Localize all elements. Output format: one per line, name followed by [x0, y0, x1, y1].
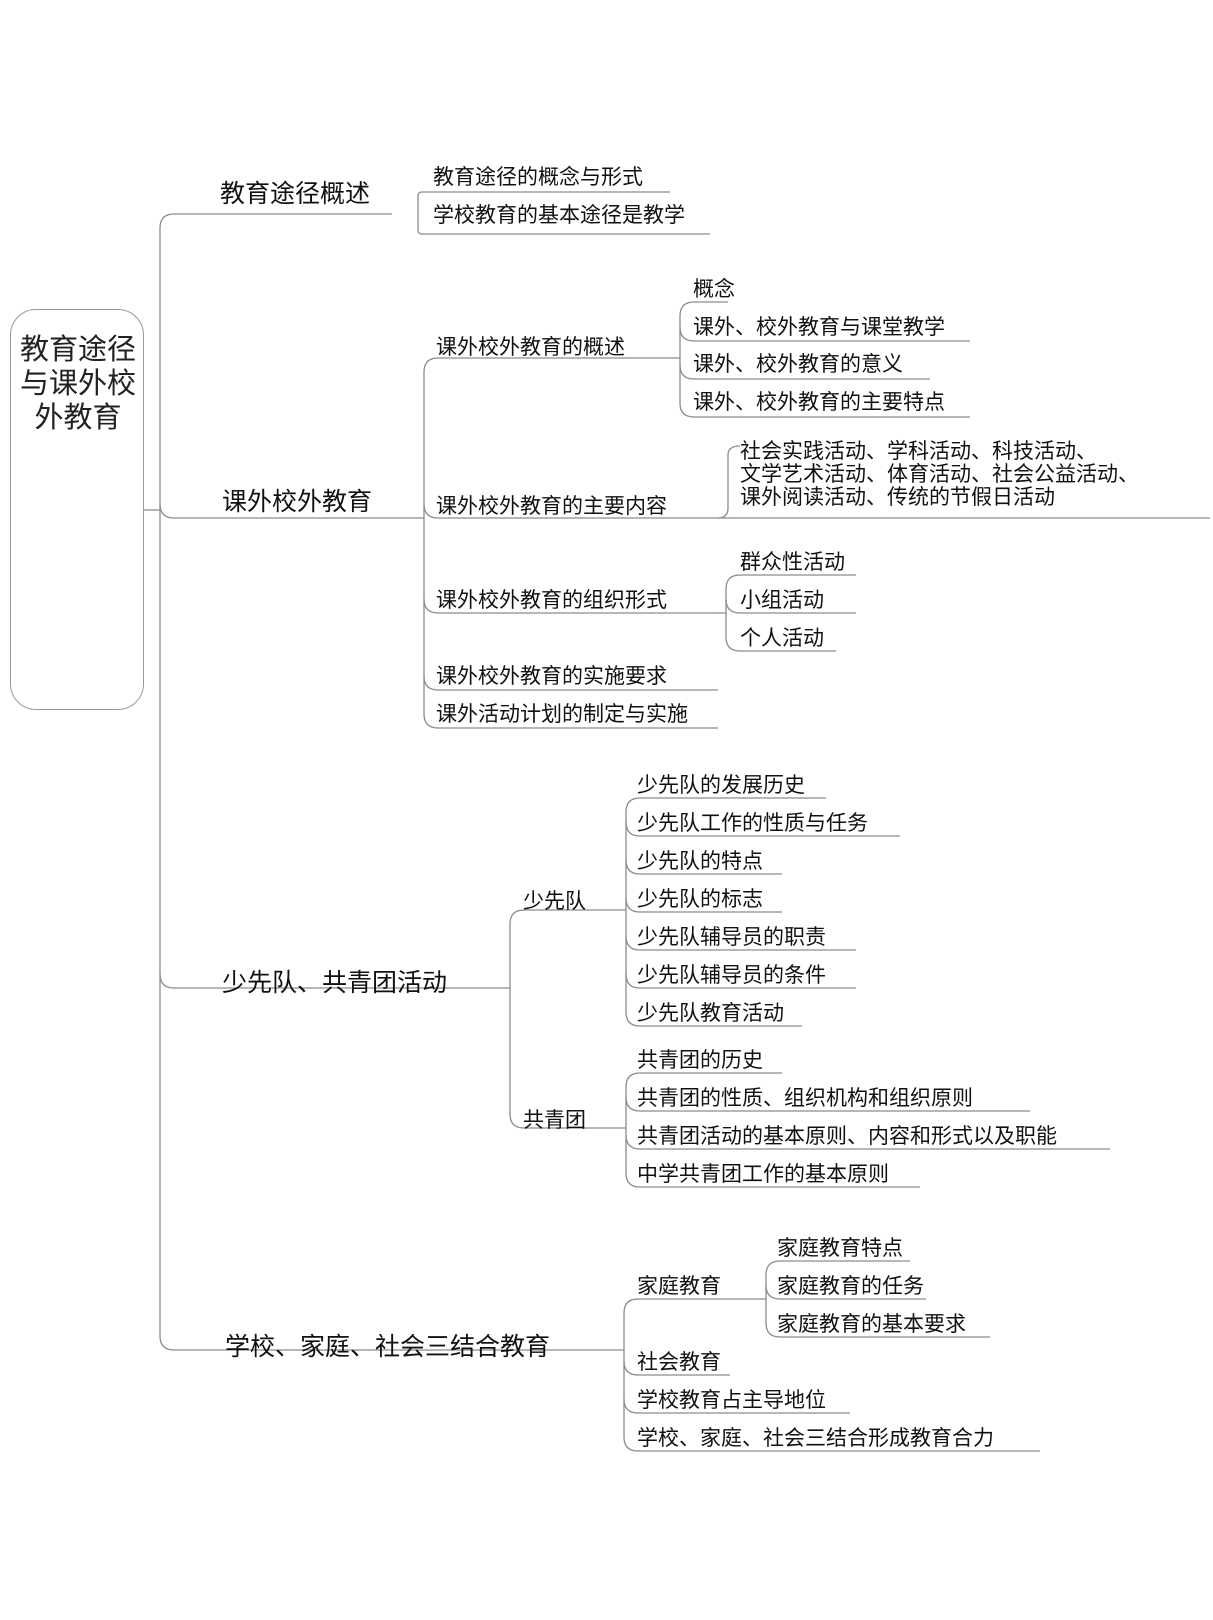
leaf-league-history: 共青团的历史 — [637, 1048, 763, 1072]
connector-36 — [625, 859, 782, 875]
branch-education-approaches-overview: 教育途径概述 — [220, 179, 371, 208]
connector-14 — [423, 713, 718, 729]
content-line-3: 课外阅读活动、传统的节假日活动 — [740, 485, 1055, 509]
leaf-pioneers-features: 少先队的特点 — [637, 849, 763, 873]
connector-57 — [765, 1322, 990, 1338]
leaf-individual-activity: 个人活动 — [740, 626, 824, 650]
leaf-league-principles: 共青团活动的基本原则、内容和形式以及职能 — [637, 1124, 1057, 1148]
leaf-concept: 概念 — [693, 277, 735, 301]
branch-extracurricular-education: 课外校外教育 — [222, 487, 373, 516]
connector-5 — [159, 1335, 595, 1351]
connector-13 — [423, 675, 718, 691]
leaf-pioneers-nature: 少先队工作的性质与任务 — [637, 811, 868, 835]
leaf-approaches-concept: 教育途径的概念与形式 — [433, 165, 643, 189]
leaf-family-features: 家庭教育特点 — [777, 1236, 903, 1260]
connector-3 — [159, 503, 418, 519]
sub-social-education: 社会教育 — [637, 1350, 721, 1374]
connector-45 — [625, 1134, 1110, 1150]
leaf-counselor-duties: 少先队辅导员的职责 — [637, 925, 826, 949]
branch-youth-organizations: 少先队、共青团活动 — [222, 968, 448, 997]
connector-10 — [423, 357, 672, 373]
connector-40 — [625, 1011, 802, 1027]
connector-56 — [765, 1284, 926, 1300]
sub-organization-forms: 课外校外教育的组织形式 — [436, 588, 667, 612]
sub-young-pioneers: 少先队 — [523, 889, 586, 913]
branch-three-combined-education: 学校、家庭、社会三结合教育 — [225, 1332, 551, 1361]
sub-family-education: 家庭教育 — [637, 1274, 721, 1298]
connector-25 — [725, 574, 856, 590]
leaf-counselor-conditions: 少先队辅导员的条件 — [637, 963, 826, 987]
connector-11 — [423, 503, 718, 519]
connector-30 — [509, 909, 624, 925]
sub-school-leading: 学校教育占主导地位 — [637, 1388, 826, 1412]
connector-35 — [625, 821, 900, 837]
connector-18 — [679, 326, 970, 342]
connector-43 — [625, 1072, 782, 1088]
connector-6 — [417, 191, 670, 214]
connector-55 — [765, 1260, 910, 1276]
connector-46 — [625, 1172, 920, 1188]
connector-39 — [625, 973, 856, 989]
root-node: 教育途径与课外校外教育 — [10, 309, 144, 710]
sub-combined-force: 学校、家庭、社会三结合形成教育合力 — [637, 1426, 994, 1450]
connector-2 — [159, 213, 392, 229]
sub-implementation-requirements: 课外校外教育的实施要求 — [436, 664, 667, 688]
connector-31 — [509, 1113, 624, 1129]
connector-27 — [725, 636, 836, 652]
leaf-league-work: 中学共青团工作的基本原则 — [637, 1162, 889, 1186]
connector-34 — [625, 797, 826, 813]
root-label: 教育途径与课外校外教育 — [19, 332, 136, 434]
sub-main-content: 课外校外教育的主要内容 — [436, 494, 667, 518]
sub-youth-league: 共青团 — [523, 1108, 586, 1132]
leaf-mass-activity: 群众性活动 — [740, 550, 845, 574]
content-line-2: 文学艺术活动、体育活动、社会公益活动、 — [740, 462, 1139, 486]
leaf-league-nature: 共青团的性质、组织机构和组织原则 — [637, 1086, 973, 1110]
connector-26 — [725, 598, 856, 614]
connector-22 — [717, 445, 741, 519]
leaf-features: 课外、校外教育的主要特点 — [693, 390, 945, 414]
leaf-pioneers-activities: 少先队教育活动 — [637, 1001, 784, 1025]
leaf-vs-classroom: 课外、校外教育与课堂教学 — [693, 315, 945, 339]
leaf-significance: 课外、校外教育的意义 — [693, 352, 903, 376]
connector-12 — [423, 598, 718, 614]
leaf-pioneers-history: 少先队的发展历史 — [637, 773, 805, 797]
connector-51 — [623, 1398, 850, 1414]
connector-50 — [623, 1360, 730, 1376]
connector-38 — [625, 935, 856, 951]
leaf-family-tasks: 家庭教育的任务 — [777, 1274, 924, 1298]
connector-17 — [679, 301, 728, 317]
connector-7 — [417, 214, 710, 235]
connector-49 — [623, 1298, 764, 1314]
connector-20 — [679, 402, 970, 418]
connector-37 — [625, 897, 782, 913]
connector-4 — [159, 973, 505, 989]
leaf-family-requirements: 家庭教育的基本要求 — [777, 1312, 966, 1336]
sub-activity-plan: 课外活动计划的制定与实施 — [436, 702, 688, 726]
content-line-1: 社会实践活动、学科活动、科技活动、 — [740, 439, 1097, 463]
leaf-teaching-basic-approach: 学校教育的基本途径是教学 — [433, 203, 685, 227]
connector-19 — [679, 364, 930, 380]
leaf-pioneers-symbol: 少先队的标志 — [637, 887, 763, 911]
connector-52 — [623, 1436, 1040, 1452]
leaf-group-activity: 小组活动 — [740, 588, 824, 612]
sub-overview: 课外校外教育的概述 — [436, 335, 625, 359]
connector-44 — [625, 1096, 1030, 1112]
